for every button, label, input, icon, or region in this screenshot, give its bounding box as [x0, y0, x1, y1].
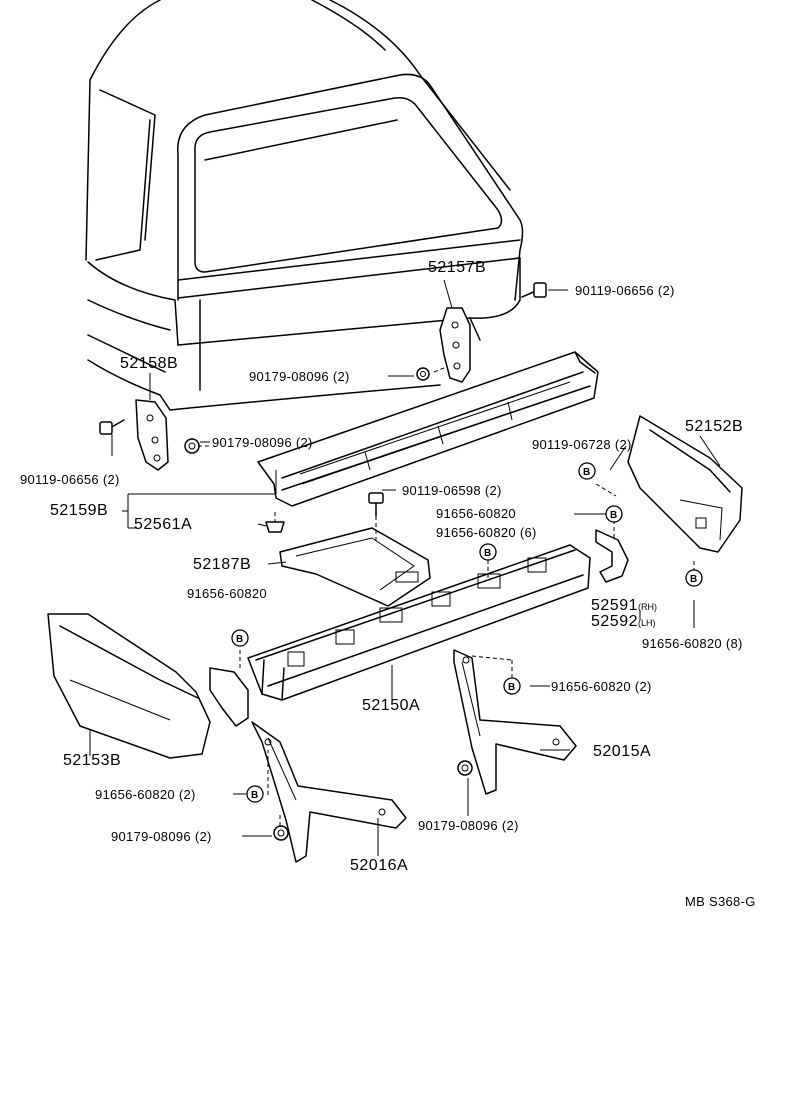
- svg-text:B: B: [508, 682, 515, 693]
- bolt-90119-06656-left: [99, 419, 125, 435]
- label-52159b: 52159B: [50, 502, 109, 519]
- bumper-end-52153b: [47, 613, 211, 759]
- stay-52016a: [251, 721, 407, 863]
- b-markers: B B B B B B B: [231, 462, 703, 803]
- clip-52561a: [265, 521, 285, 533]
- label-90119-06728: 90119-06728 (2): [532, 437, 632, 452]
- label-52187b: 52187B: [193, 556, 252, 573]
- leader-lines: [89, 279, 721, 856]
- svg-text:B: B: [610, 510, 617, 521]
- nut-90179-08096-b: [184, 438, 200, 454]
- reinforcement-52150a: [247, 544, 591, 701]
- label-90119-06656-right: 90119-06656 (2): [575, 283, 675, 298]
- label-90179-08096-left: 90179-08096 (2): [212, 435, 313, 450]
- label-52591: 52591(RH): [591, 597, 657, 614]
- label-90179-08096-bottom: 90179-08096 (2): [111, 829, 212, 844]
- label-52592: 52592(LH): [591, 613, 656, 630]
- nut-90179-08096-d: [457, 760, 473, 776]
- step-pad-52159b: [257, 351, 599, 507]
- label-90179-08096-upper: 90179-08096 (2): [249, 369, 350, 384]
- nut-90179-08096-c: [273, 825, 289, 841]
- label-52561a: 52561A: [134, 516, 193, 533]
- label-52158b: 52158B: [120, 355, 179, 372]
- label-91656-60820-6: 91656-60820 (6): [436, 525, 537, 540]
- b-marker-icon: B: [685, 569, 703, 587]
- b-marker-icon: B: [578, 462, 596, 480]
- label-52016a: 52016A: [350, 857, 409, 874]
- label-52157b: 52157B: [428, 259, 487, 276]
- b-marker-icon: B: [605, 505, 623, 523]
- nut-90179-08096-a: [416, 367, 430, 381]
- svg-text:B: B: [236, 634, 243, 645]
- bracket-52187b: [279, 527, 431, 607]
- svg-text:B: B: [251, 790, 258, 801]
- b-marker-icon: B: [246, 785, 264, 803]
- dashed-lines: [198, 367, 695, 826]
- label-91656-60820-b: 91656-60820: [187, 586, 267, 601]
- b-marker-icon: B: [231, 629, 249, 647]
- label-90179-08096-right: 90179-08096 (2): [418, 818, 519, 833]
- label-91656-60820-a: 91656-60820: [436, 506, 516, 521]
- svg-text:B: B: [583, 467, 590, 478]
- b-marker-icon: B: [479, 543, 497, 561]
- vehicle-body: [85, 0, 524, 411]
- svg-text:B: B: [484, 548, 491, 559]
- clip-52592: [209, 667, 249, 727]
- label-52015a: 52015A: [593, 743, 652, 760]
- label-52150a: 52150A: [362, 697, 421, 714]
- label-91656-60820-8: 91656-60820 (8): [642, 636, 743, 651]
- bracket-52158b: [135, 399, 169, 471]
- label-52153b: 52153B: [63, 752, 122, 769]
- figure-code: MB S368-G: [685, 894, 756, 909]
- bolt-90119-06598: [368, 492, 384, 517]
- bracket-52157b: [439, 307, 471, 383]
- label-91656-60820-2-left: 91656-60820 (2): [95, 787, 196, 802]
- bumper-end-52152b: [627, 415, 743, 553]
- bolt-90119-06656-right: [521, 282, 547, 298]
- label-52152b: 52152B: [685, 418, 744, 435]
- label-90119-06656-left: 90119-06656 (2): [20, 472, 120, 487]
- svg-text:B: B: [690, 574, 697, 585]
- stay-52015a: [453, 649, 577, 795]
- b-marker-icon: B: [503, 677, 521, 695]
- label-90119-06598: 90119-06598 (2): [402, 483, 502, 498]
- label-91656-60820-2-right: 91656-60820 (2): [551, 679, 652, 694]
- clip-52591: [595, 529, 629, 583]
